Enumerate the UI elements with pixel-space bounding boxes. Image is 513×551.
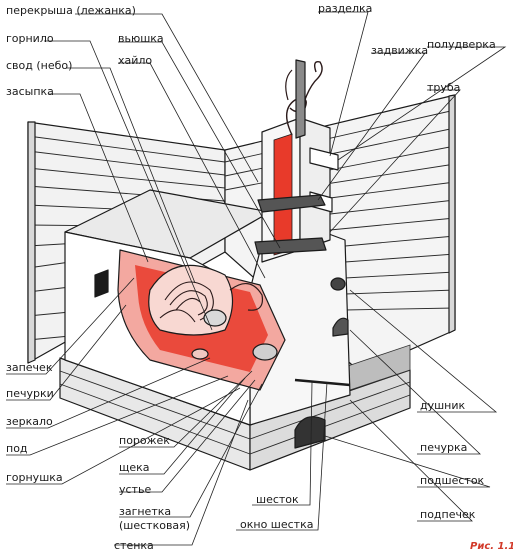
label-pod: под: [6, 442, 28, 455]
label-shestok: шесток: [256, 493, 299, 506]
label-dushnik: душник: [420, 399, 466, 412]
label-zasypka: засыпка: [6, 85, 54, 98]
label-pechurki: печурки: [6, 387, 54, 400]
diagram-labels: перекрыша (лежанка) горнило свод (небо) …: [6, 2, 513, 551]
label-zagnetka-2: (шестковая): [119, 519, 190, 532]
label-svod: свод (небо): [6, 59, 72, 72]
label-pechurka: печурка: [420, 441, 467, 454]
label-vyushka: вьюшка: [118, 32, 164, 45]
label-ustye: устье: [119, 483, 151, 496]
label-okno-shestka: окно шестка: [240, 518, 313, 531]
podshestok-opening: [294, 416, 326, 449]
dushnik-vent: [330, 277, 346, 291]
label-zadvizhka: задвижка: [371, 44, 428, 57]
zadvizhka-plate: [257, 194, 326, 213]
label-podshestok: подшесток: [420, 474, 485, 487]
pechurka-right: [332, 317, 349, 337]
label-zerkalo: зеркало: [6, 415, 53, 428]
label-khailo: хайло: [118, 54, 152, 67]
chimney: [254, 59, 339, 263]
label-gornushka: горнушка: [6, 471, 63, 484]
label-truba: труба: [427, 81, 460, 94]
label-razdelka: разделка: [318, 2, 372, 15]
label-porozhek: порожек: [119, 434, 170, 447]
pot-2: [252, 343, 278, 361]
label-scheka: щека: [119, 461, 150, 474]
label-perekrysha: перекрыша (лежанка): [6, 4, 136, 17]
label-zagnetka-1: загнетка: [119, 505, 171, 518]
label-gornilo: горнило: [6, 32, 54, 45]
pechurka-opening-1: [94, 269, 109, 298]
leader-lines: [6, 11, 507, 546]
pot-1: [203, 309, 227, 327]
label-podpechek: подпечек: [420, 508, 476, 521]
vyushka-plate: [254, 237, 327, 255]
label-cut-bottom: стенка: [114, 539, 154, 551]
label-zapechek: запечек: [6, 361, 53, 374]
label-poludverka: полудверка: [427, 38, 496, 51]
figure-caption: Рис. 1.1: [470, 541, 513, 551]
